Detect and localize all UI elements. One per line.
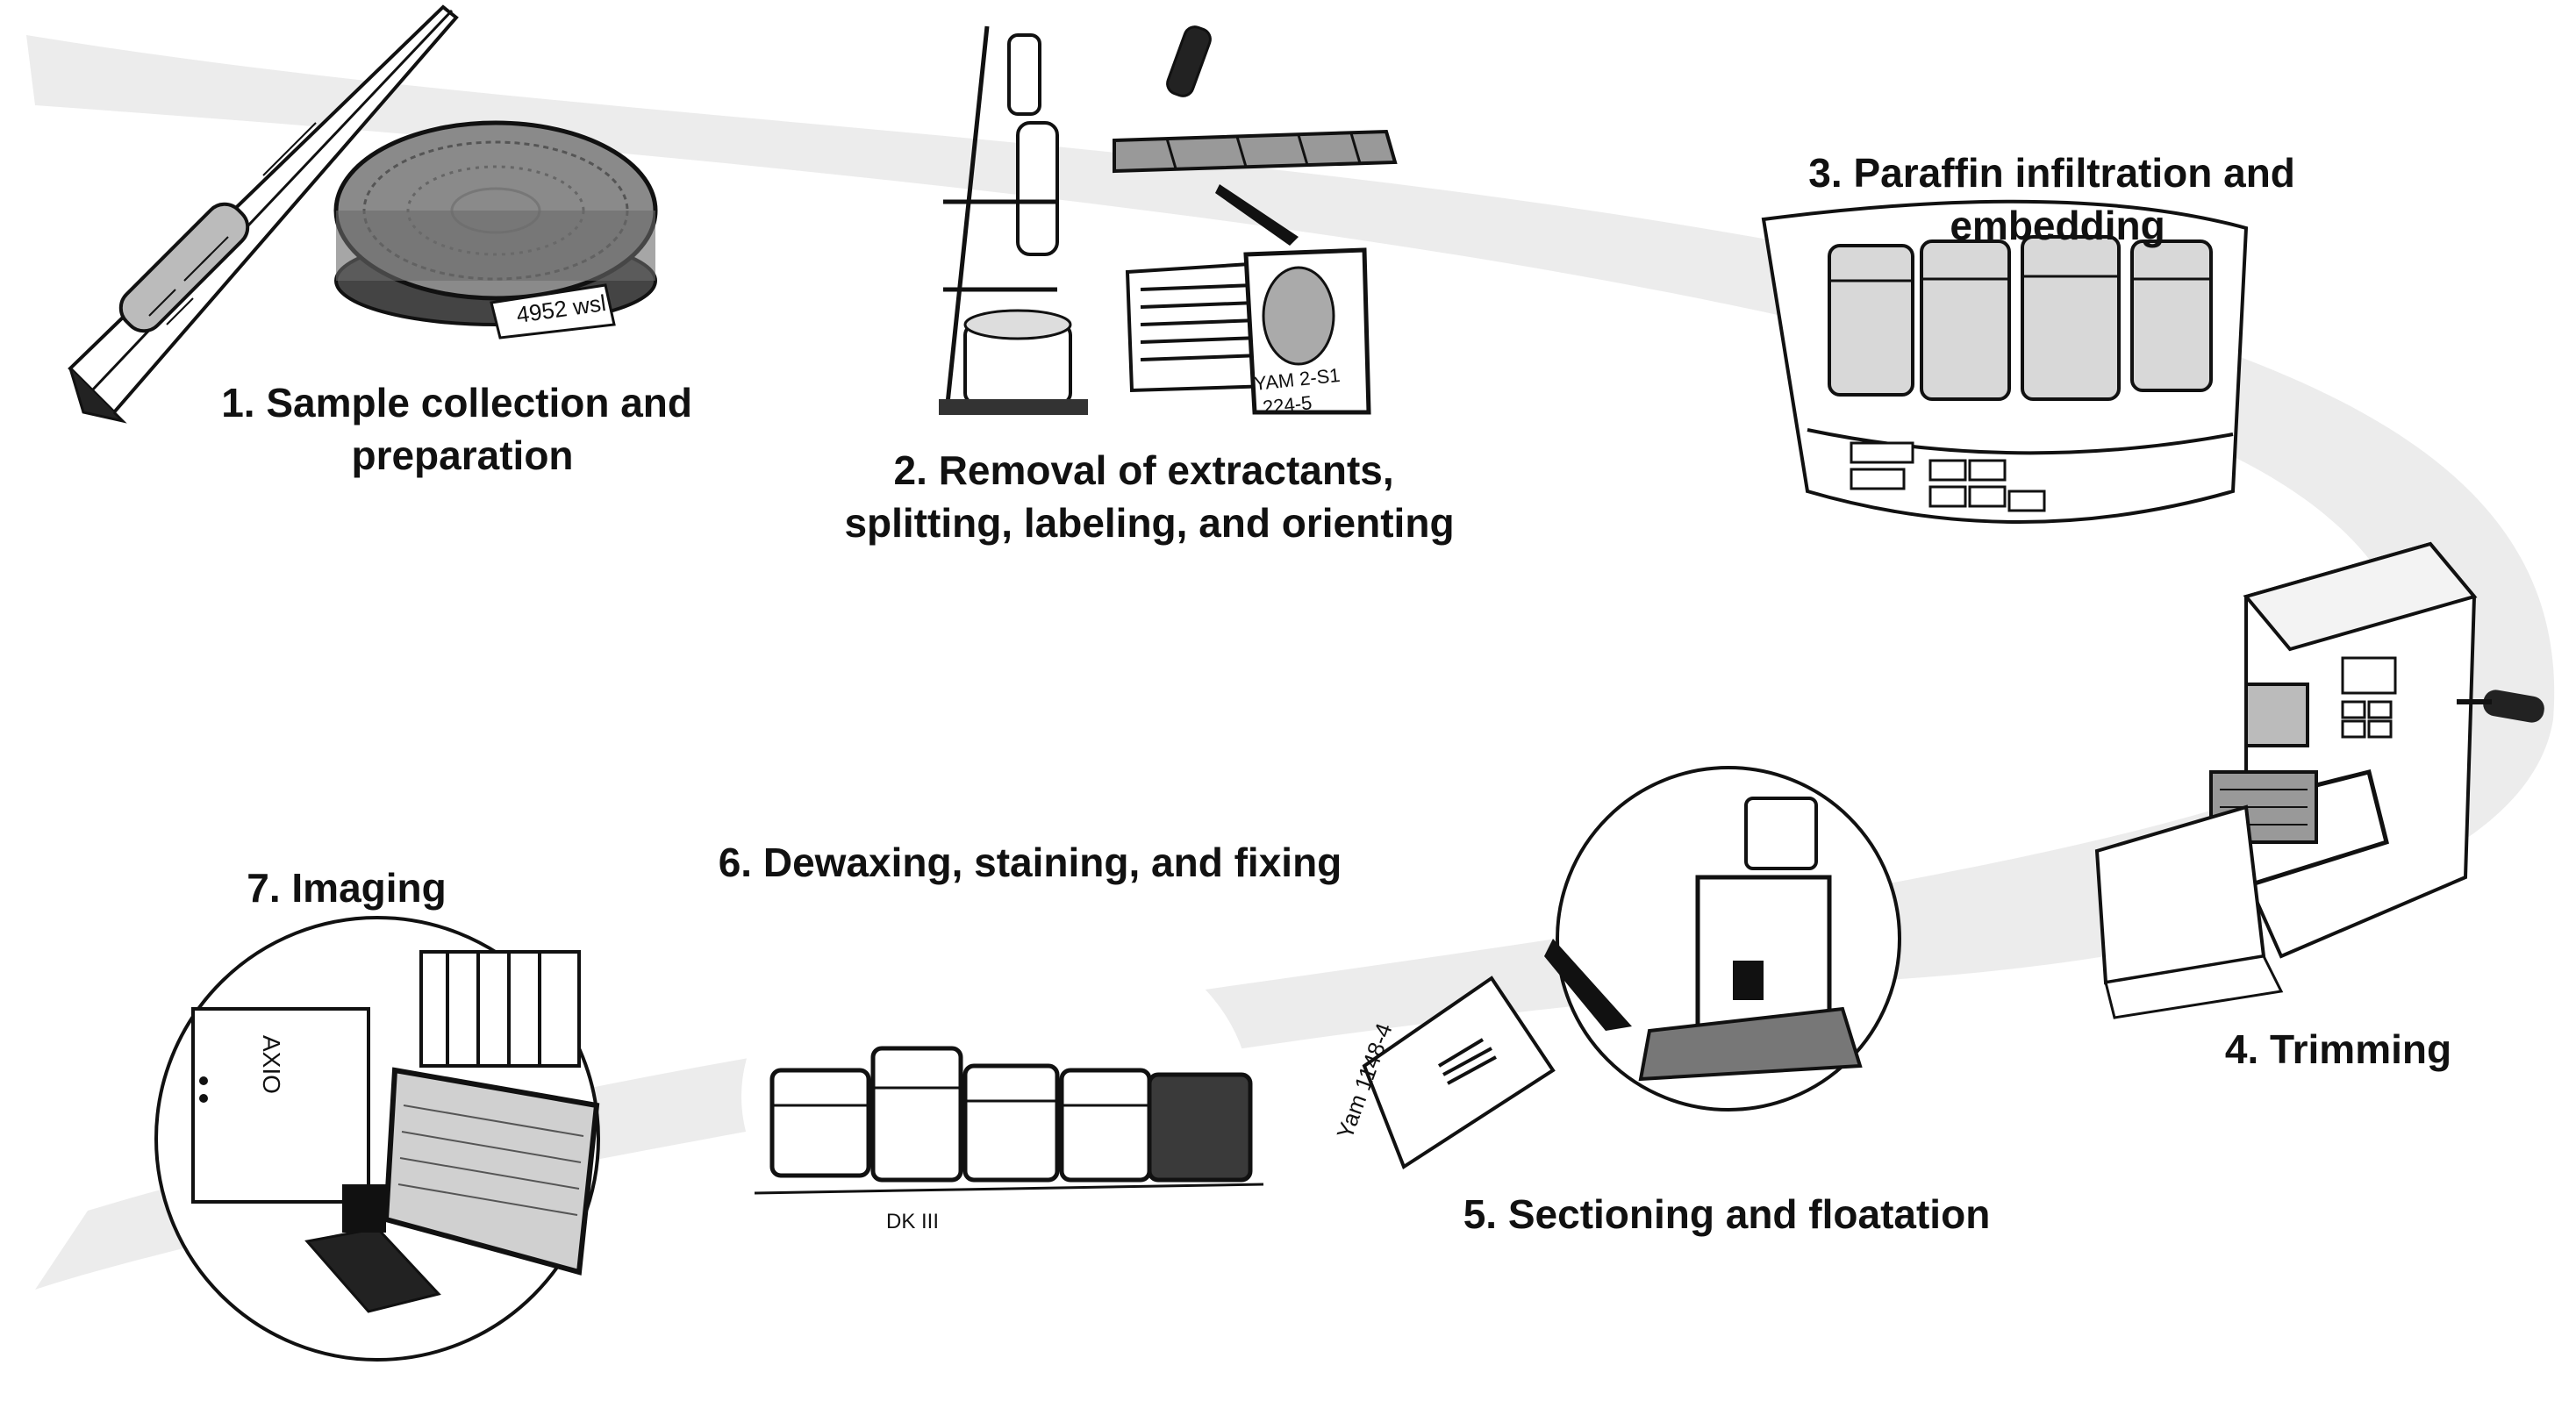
step-1-label-line1: 1. Sample collection and <box>221 380 692 425</box>
embedding-cassette-icon: YAM 2-S1 224-5 <box>1125 247 1371 418</box>
monitor-icon <box>383 1067 600 1276</box>
microtome-blade-icon <box>1544 797 1863 1082</box>
step-4-label: 4. Trimming <box>2225 1026 2451 1072</box>
step-2-label-line2: splitting, labeling, and orienting <box>844 500 1454 546</box>
step-4-illustration <box>2094 541 2544 1019</box>
step-3-illustration <box>1761 199 2249 524</box>
step-3-label: 3. Paraffin infiltration and embedding <box>1808 150 2306 248</box>
step-3-label-line2: embedding <box>1950 203 2165 248</box>
step-2-illustration: YAM 2-S1 224-5 <box>939 25 1398 418</box>
microscope-icon: AXIO <box>191 1007 370 1204</box>
soxhlet-apparatus-icon <box>939 25 1088 415</box>
microtome-icon <box>2094 541 2544 1019</box>
step-5-illustration: Yam 1148-4 <box>1331 766 1901 1170</box>
tissue-processor-icon <box>1761 199 2249 524</box>
computer-tower-icon <box>342 1184 386 1233</box>
step-1-illustration: 4952 wsl <box>68 4 658 424</box>
step-6-bench-label: DK III <box>886 1210 939 1233</box>
step-1-label: 1. Sample collection and preparation <box>221 380 704 478</box>
step-2-cassette-label-2: 224-5 <box>1262 391 1313 418</box>
step-2-label: 2. Removal of extractants, splitting, la… <box>844 447 1454 546</box>
step-6-illustration: DK III <box>741 908 1264 1285</box>
staining-jars-icon <box>769 1046 1253 1183</box>
step-7-label: 7. Imaging <box>247 865 446 911</box>
step-7-instrument-label: AXIO <box>258 1035 285 1094</box>
step-5-label: 5. Sectioning and floatation <box>1463 1191 1991 1237</box>
shelf-icon <box>419 950 581 1068</box>
step-2-label-line1: 2. Removal of extractants, <box>894 447 1394 493</box>
step-7-illustration: AXIO <box>154 916 600 1362</box>
step-6-label: 6. Dewaxing, staining, and fixing <box>719 840 1342 885</box>
increment-borer-icon <box>68 4 459 424</box>
wood-disc-icon: 4952 wsl <box>333 120 658 340</box>
split-core-icon <box>1113 25 1398 246</box>
step-1-label-line2: preparation <box>351 432 573 478</box>
step-3-label-line1: 3. Paraffin infiltration and <box>1808 150 2295 196</box>
